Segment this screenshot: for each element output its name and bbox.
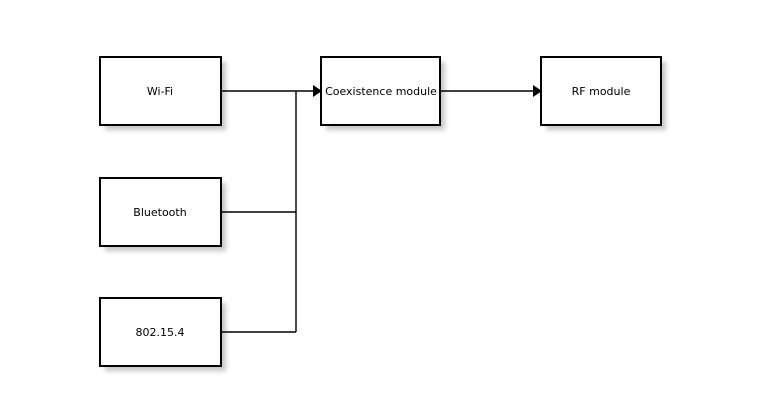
node-802154[interactable]: 802.15.4 — [99, 297, 222, 367]
node-wifi-label: Wi-Fi — [147, 85, 173, 98]
node-coexistence-module-box[interactable] — [320, 56, 441, 126]
node-rf-module-box[interactable] — [540, 56, 662, 126]
node-bluetooth-label: Bluetooth — [133, 206, 186, 219]
node-rf-module[interactable]: RF module — [540, 56, 662, 126]
node-bluetooth-box[interactable] — [99, 177, 222, 247]
node-802154-box[interactable] — [99, 297, 222, 367]
node-wifi[interactable]: Wi-Fi — [99, 56, 222, 126]
node-coexistence-module[interactable]: Coexistence module — [320, 56, 441, 126]
arrowhead-into-rf-module-icon — [533, 85, 542, 97]
arrowhead-into-coexistence-icon — [313, 85, 322, 97]
node-wifi-box[interactable] — [99, 56, 222, 126]
node-802154-label: 802.15.4 — [136, 326, 185, 339]
node-rf-module-label: RF module — [572, 85, 631, 98]
node-bluetooth[interactable]: Bluetooth — [99, 177, 222, 247]
edges — [221, 85, 542, 333]
node-coexistence-module-label: Coexistence module — [325, 85, 437, 98]
